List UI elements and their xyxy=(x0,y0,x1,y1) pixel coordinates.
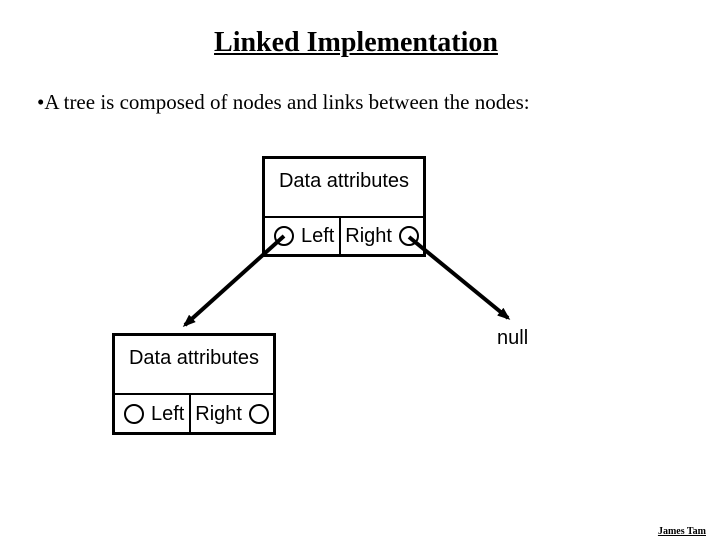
parent-right-pointer-cell: Right xyxy=(341,218,423,254)
footer-author: James Tam xyxy=(657,526,706,537)
parent-data-attributes-label: Data attributes xyxy=(265,159,423,218)
null-label: null xyxy=(497,327,529,349)
bullet-text: •A tree is composed of nodes and links b… xyxy=(37,90,530,114)
pointer-circle-icon xyxy=(124,403,144,424)
child-right-label: Right xyxy=(195,402,242,425)
parent-left-label: Left xyxy=(301,225,335,247)
tree-node-parent: Data attributes Left Right xyxy=(262,156,426,257)
tree-node-child: Data attributes Left Right xyxy=(112,333,276,435)
child-right-pointer-cell: Right xyxy=(191,395,273,432)
parent-left-pointer-cell: Left xyxy=(265,218,341,254)
pointer-circle-icon xyxy=(274,226,294,246)
parent-right-label: Right xyxy=(345,225,392,247)
parent-pointer-row: Left Right xyxy=(265,218,423,254)
child-pointer-row: Left Right xyxy=(115,395,273,432)
slide-title: Linked Implementation xyxy=(214,27,498,58)
child-left-label: Left xyxy=(151,402,185,425)
pointer-circle-icon xyxy=(399,226,419,246)
child-data-attributes-label: Data attributes xyxy=(115,336,273,395)
child-left-pointer-cell: Left xyxy=(115,395,191,432)
pointer-circle-icon xyxy=(249,403,269,424)
